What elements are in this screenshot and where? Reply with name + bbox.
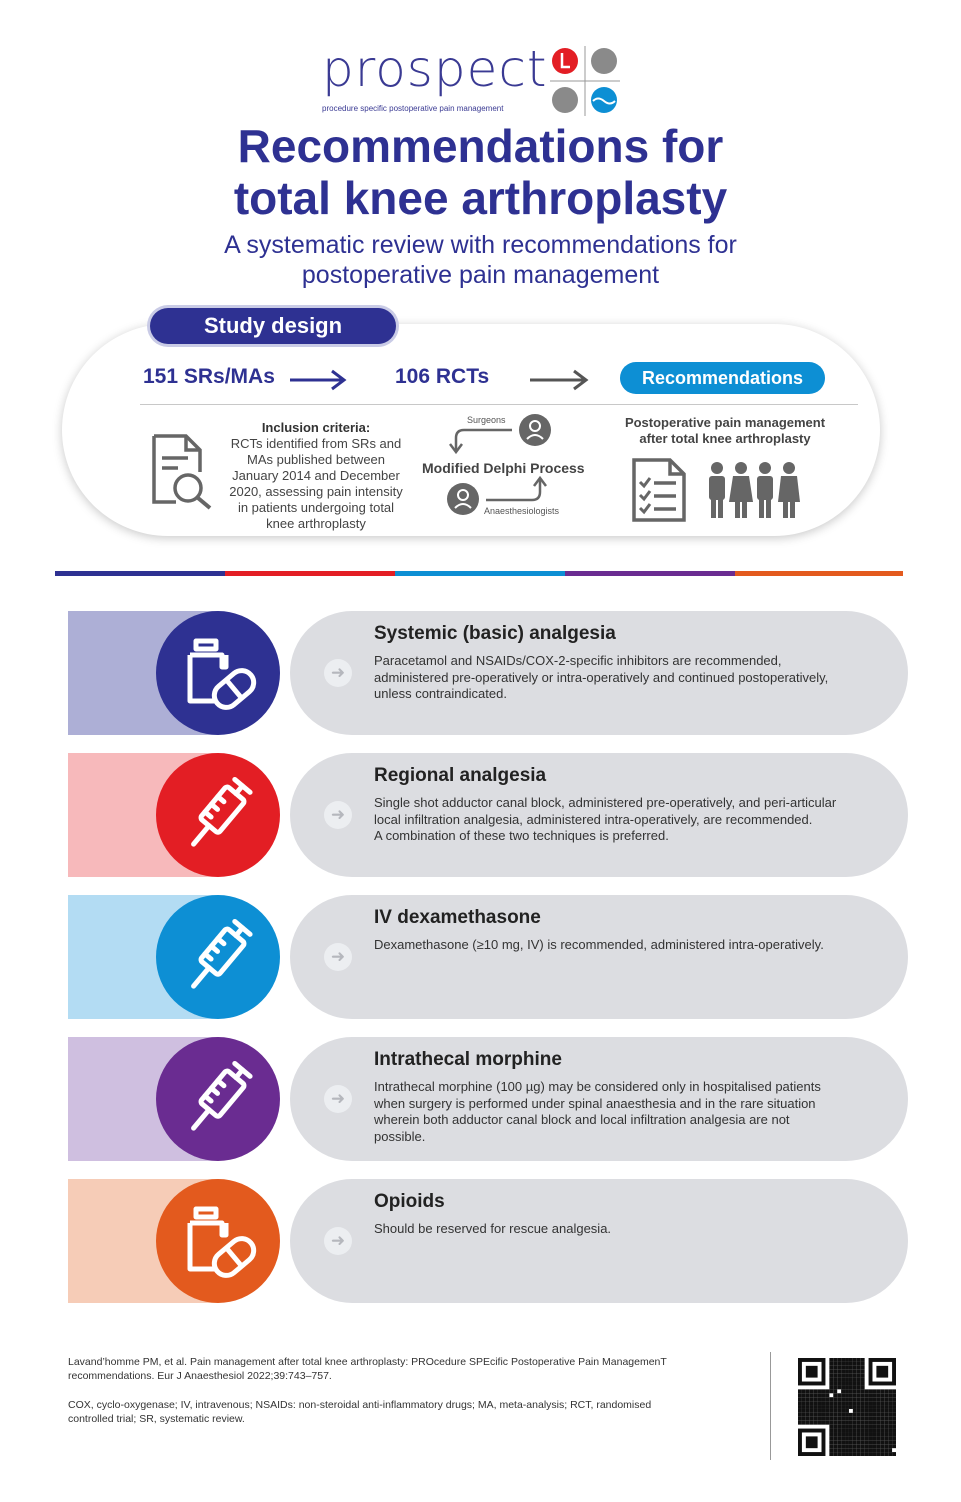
- recommendation-body-line: administered pre-operatively or intra-op…: [374, 669, 829, 685]
- recommendation-card: [290, 895, 908, 1019]
- stat-srs-mas: 151 SRs/MAs: [143, 365, 275, 388]
- recommendation-body-line: Single shot adductor canal block, admini…: [374, 795, 837, 810]
- abbreviations-line: controlled trial; SR, systematic review.: [68, 1413, 245, 1425]
- recommendation-card: [290, 611, 908, 735]
- arrow-circle-icon: ➜: [324, 801, 352, 829]
- recommendation-body: Single shot adductor canal block, admini…: [374, 795, 864, 845]
- patients-group-icon: [709, 462, 800, 518]
- document-search-icon: [152, 434, 212, 510]
- icon-circle: [156, 895, 280, 1019]
- recommendation-body: Intrathecal morphine (100 µg) may be con…: [374, 1079, 864, 1145]
- arrow-circle-icon: ➜: [324, 1227, 352, 1255]
- recommendation-title: Intrathecal morphine: [374, 1049, 562, 1070]
- recommendation-title: Opioids: [374, 1191, 445, 1212]
- post-line-1: Postoperative pain management: [624, 415, 826, 430]
- arrow-circle-icon: ➜: [324, 943, 352, 971]
- recommendation-title: Regional analgesia: [374, 765, 547, 786]
- recommendation-body-line: Intrathecal morphine (100 µg) may be con…: [374, 1079, 821, 1094]
- logo-wordmark: prospect: [322, 40, 548, 98]
- recommendation-body-line: wherein both adductor canal block and lo…: [374, 1112, 790, 1127]
- anaesthesiologist-avatar-icon: [447, 483, 479, 515]
- syringe-icon: [191, 918, 253, 989]
- logo-mark-icon: [550, 46, 620, 116]
- curved-arrow-left-icon: [449, 428, 512, 455]
- recommendation-body-line: unless contraindicated.: [374, 686, 507, 701]
- page-title: Recommendations for total knee arthropla…: [0, 120, 961, 224]
- delphi-process-label: Modified Delphi Process: [422, 460, 585, 476]
- recommendation-card: [290, 1179, 908, 1303]
- reference-line: recommendations. Eur J Anaesthesiol 2022…: [68, 1370, 332, 1382]
- color-rule-orange: [735, 571, 903, 576]
- qr-code-icon[interactable]: [798, 1358, 896, 1456]
- inclusion-criteria: Inclusion criteria: RCTs identified from…: [226, 420, 406, 532]
- inclusion-line: in patients undergoing total: [237, 500, 395, 515]
- color-rule-purple: [565, 571, 735, 576]
- recommendation-title: Systemic (basic) analgesia: [374, 623, 616, 644]
- page-subtitle: A systematic review with recommendations…: [0, 230, 961, 290]
- footer-divider: [770, 1352, 771, 1460]
- inclusion-line: January 2014 and December: [232, 468, 400, 483]
- recommendation-body: Dexamethasone (≥10 mg, IV) is recommende…: [374, 937, 864, 954]
- reference-citation: Lavand’homme PM, et al. Pain management …: [68, 1355, 748, 1383]
- color-rule-red: [225, 571, 395, 576]
- recommendation-body: Should be reserved for rescue analgesia.: [374, 1221, 864, 1238]
- pill-bottle-icon: [187, 1206, 257, 1278]
- arrow-circle-icon: ➜: [324, 659, 352, 687]
- syringe-icon: [191, 1060, 253, 1131]
- color-rule-navy: [55, 571, 225, 576]
- subtitle-line-1: A systematic review with recommendations…: [224, 231, 737, 259]
- recommendation-body-line: possible.: [374, 1128, 426, 1144]
- recommendation-body-line: Paracetamol and NSAIDs/COX-2-specific in…: [374, 653, 782, 668]
- inclusion-heading: Inclusion criteria:: [261, 420, 371, 435]
- recommendation-body-line: A combination of these two techniques is…: [374, 828, 669, 843]
- pill-bottle-icon: [187, 638, 257, 710]
- color-rule-blue: [395, 571, 565, 576]
- recommendation-body-line: Should be reserved for rescue analgesia.: [374, 1221, 612, 1236]
- title-line-1: Recommendations for: [237, 120, 724, 172]
- recommendations-label: Recommendations: [620, 362, 825, 394]
- recommendation-title: IV dexamethasone: [374, 907, 541, 928]
- arrow-right-icon: [290, 369, 347, 391]
- inclusion-line: knee arthroplasty: [266, 516, 366, 531]
- recommendation-body: Paracetamol and NSAIDs/COX-2-specific in…: [374, 653, 864, 703]
- anaesthesiologists-label: Anaesthesiologists: [484, 506, 560, 516]
- abbreviations: COX, cyclo-oxygenase; IV, intravenous; N…: [68, 1398, 748, 1426]
- recommendation-body-line: Dexamethasone (≥10 mg, IV) is recommende…: [374, 937, 824, 952]
- curved-arrow-right-icon: [486, 475, 547, 502]
- icon-circle: [156, 1037, 280, 1161]
- post-line-2: after total knee arthroplasty: [639, 431, 811, 446]
- icon-circle: [156, 753, 280, 877]
- divider: [140, 404, 858, 405]
- study-design-label: Study design: [150, 308, 396, 344]
- stat-rcts: 106 RCTs: [395, 365, 490, 388]
- surgeon-avatar-icon: [519, 414, 551, 446]
- checklist-icon: [632, 458, 686, 522]
- arrow-circle-icon: ➜: [324, 1085, 352, 1113]
- syringe-icon: [191, 776, 253, 847]
- postoperative-label: Postoperative pain management after tota…: [620, 415, 830, 447]
- title-line-2: total knee arthroplasty: [233, 172, 728, 224]
- abbreviations-line: COX, cyclo-oxygenase; IV, intravenous; N…: [68, 1399, 652, 1411]
- reference-line: Lavand’homme PM, et al. Pain management …: [68, 1356, 667, 1368]
- icon-circle: [156, 1179, 280, 1303]
- recommendation-card: [290, 1037, 908, 1161]
- recommendation-body-line: local infiltration analgesia, administer…: [374, 811, 813, 827]
- icon-circle: [156, 611, 280, 735]
- logo-tagline: procedure specific postoperative pain ma…: [322, 104, 504, 113]
- inclusion-line: RCTs identified from SRs and: [230, 436, 402, 451]
- surgeons-label: Surgeons: [467, 415, 506, 425]
- inclusion-line: 2020, assessing pain intensity: [229, 484, 403, 499]
- recommendation-body-line: when surgery is performed under spinal a…: [374, 1095, 816, 1111]
- inclusion-line: MAs published between: [246, 452, 386, 467]
- subtitle-line-2: postoperative pain management: [301, 261, 660, 289]
- arrow-right-icon: [530, 369, 589, 391]
- recommendation-card: [290, 753, 908, 877]
